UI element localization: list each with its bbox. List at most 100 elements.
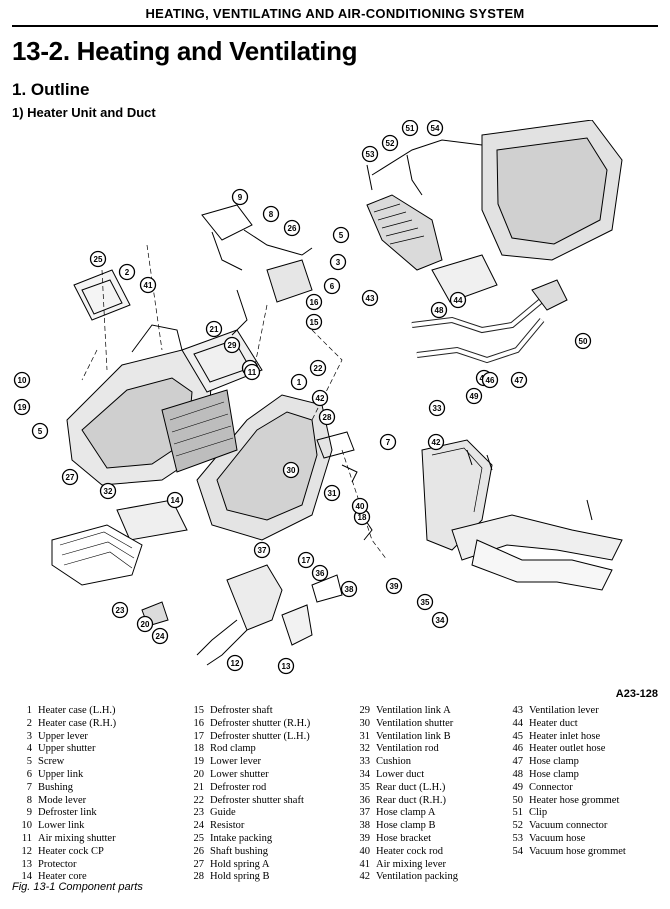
legend-item-label: Heater hose grommet xyxy=(529,794,620,806)
callout-10: 10 xyxy=(13,371,31,389)
callout-number: 43 xyxy=(366,294,375,303)
legend-item-label: Vacuum connector xyxy=(529,820,608,832)
callout-number: 9 xyxy=(238,193,243,202)
callout-circle xyxy=(305,313,323,331)
legend-item-number: 22 xyxy=(193,794,205,806)
callout-circle xyxy=(318,408,336,426)
callout-25: 25 xyxy=(89,250,107,268)
item-title: 1) Heater Unit and Duct xyxy=(12,105,156,120)
callout-32: 32 xyxy=(99,482,117,500)
legend-item-number: 36 xyxy=(359,794,371,806)
callout-14: 14 xyxy=(166,491,184,509)
callout-circle xyxy=(431,611,449,629)
callout-42: 42 xyxy=(427,433,445,451)
callout-number: 51 xyxy=(406,124,415,133)
callout-28: 28 xyxy=(318,408,336,426)
header-rule xyxy=(12,25,658,27)
callout-8: 8 xyxy=(262,205,280,223)
legend-item-label: Lower duct xyxy=(376,768,425,780)
callout-33: 33 xyxy=(428,399,446,417)
legend-item-label: Defroster rod xyxy=(210,781,267,793)
callout-37: 37 xyxy=(253,541,271,559)
callout-40: 40 xyxy=(351,497,369,515)
callout-circle xyxy=(329,253,347,271)
legend-item-number: 15 xyxy=(193,705,205,716)
legend-item-number: 16 xyxy=(193,717,205,729)
callout-2: 2 xyxy=(118,263,136,281)
callout-21: 21 xyxy=(205,320,223,338)
legend-item-number: 39 xyxy=(359,832,371,844)
legend-item-label: Rod clamp xyxy=(210,743,256,755)
legend-item-number: 46 xyxy=(512,743,524,755)
callout-circle xyxy=(205,320,223,338)
callout-circle xyxy=(13,398,31,416)
callout-circle xyxy=(99,482,117,500)
callout-number: 25 xyxy=(94,255,103,264)
legend-item-label: Intake packing xyxy=(210,832,273,844)
legend-item-label: Screw xyxy=(38,756,65,768)
callout-number: 48 xyxy=(435,306,444,315)
legend-item-label: Hose clamp xyxy=(529,768,579,780)
legend-item-label: Vacuum hose xyxy=(529,832,586,844)
callout-7: 7 xyxy=(379,433,397,451)
callout-circle xyxy=(226,654,244,672)
callout-36: 36 xyxy=(311,564,329,582)
callout-34: 34 xyxy=(431,611,449,629)
legend-item-label: Air mixing shutter xyxy=(38,832,116,844)
callout-26: 26 xyxy=(283,219,301,237)
callout-circle xyxy=(118,263,136,281)
callout-circle xyxy=(401,120,419,137)
callout-number: 21 xyxy=(210,325,219,334)
callout-22: 22 xyxy=(309,359,327,377)
legend-item: 27 Hold spring A xyxy=(186,859,310,872)
legend-item-number: 7 xyxy=(26,781,32,793)
legend-item-label: Hose clamp A xyxy=(376,807,436,819)
legend-item-label: Heater case (R.H.) xyxy=(38,717,117,729)
legend-item-number: 1 xyxy=(26,705,32,716)
callout-number: 40 xyxy=(356,502,365,511)
legend-item-number: 26 xyxy=(193,845,205,857)
legend-item-number: 27 xyxy=(193,858,205,870)
callout-23: 23 xyxy=(111,601,129,619)
callout-16: 16 xyxy=(305,293,323,311)
callout-35: 35 xyxy=(416,593,434,611)
callout-30: 30 xyxy=(282,461,300,479)
legend-item-label: Heater duct xyxy=(529,717,578,729)
callout-17: 17 xyxy=(297,551,315,569)
callout-49: 49 xyxy=(465,387,483,405)
legend-item-label: Cushion xyxy=(376,756,412,768)
callout-circle xyxy=(243,363,261,381)
legend-item-number: 17 xyxy=(193,730,205,742)
legend-item-number: 51 xyxy=(512,807,524,819)
callout-number: 47 xyxy=(515,376,524,385)
legend-item-label: Ventilation shutter xyxy=(376,717,454,729)
callout-number: 6 xyxy=(330,282,335,291)
callout-number: 5 xyxy=(339,231,344,240)
legend-item-label: Lower link xyxy=(38,820,85,832)
legend-item-label: Hold spring A xyxy=(210,858,270,870)
callout-number: 1 xyxy=(297,378,302,387)
callout-6: 6 xyxy=(323,277,341,295)
callout-19: 19 xyxy=(13,398,31,416)
callout-number: 15 xyxy=(310,318,319,327)
callout-5: 5 xyxy=(31,422,49,440)
callout-42: 42 xyxy=(311,389,329,407)
callout-12: 12 xyxy=(226,654,244,672)
